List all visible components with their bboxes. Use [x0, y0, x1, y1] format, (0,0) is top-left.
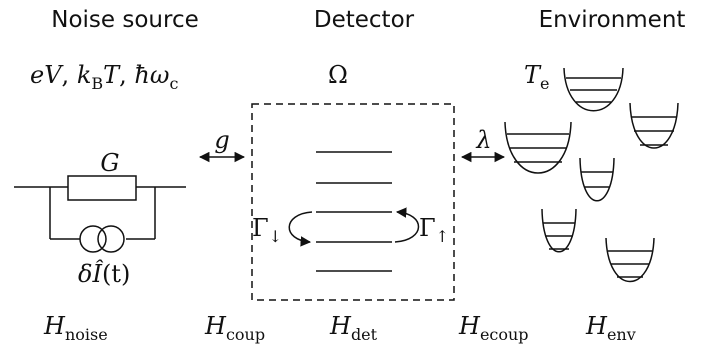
hamiltonian-coupling: Hcoup	[204, 312, 265, 344]
environment-temperature: Te	[524, 61, 549, 93]
oscillator-well	[563, 67, 624, 112]
detector-levels	[316, 151, 392, 272]
noise-parameters: eV, kBT, ħωc	[30, 61, 178, 93]
coupling-lambda-label: λ	[475, 126, 491, 154]
current-source-circle-right	[97, 225, 125, 253]
coupling-g-label: g	[214, 126, 229, 154]
resistor-symbol	[67, 175, 137, 201]
relaxation-arrow	[288, 211, 313, 247]
detector-frequency: Ω	[328, 61, 348, 89]
conductance-label: G	[100, 149, 119, 177]
oscillator-well	[504, 121, 572, 174]
oscillator-bath	[504, 67, 679, 282]
hamiltonian-environment: Henv	[585, 312, 636, 344]
oscillator-well	[605, 237, 655, 282]
relaxation-rate-label: Γ↓	[252, 214, 282, 246]
hamiltonian-env-coupling: Hecoup	[458, 312, 529, 344]
excitation-rate-label: Γ↑	[419, 214, 449, 246]
oscillator-well	[541, 208, 577, 253]
noise-circuit	[14, 175, 186, 253]
heading-environment: Environment	[539, 7, 686, 33]
heading-noise-source: Noise source	[51, 7, 199, 33]
detector-box	[251, 103, 455, 301]
oscillator-well	[629, 102, 679, 149]
hamiltonian-detector: Hdet	[329, 312, 378, 344]
current-source-circle-left	[79, 225, 107, 253]
oscillator-well	[579, 157, 615, 202]
excitation-arrow	[394, 207, 420, 243]
hamiltonian-noise: Hnoise	[43, 312, 108, 344]
heading-detector: Detector	[314, 7, 415, 33]
current-noise-label: δÎ(t)	[78, 259, 130, 288]
